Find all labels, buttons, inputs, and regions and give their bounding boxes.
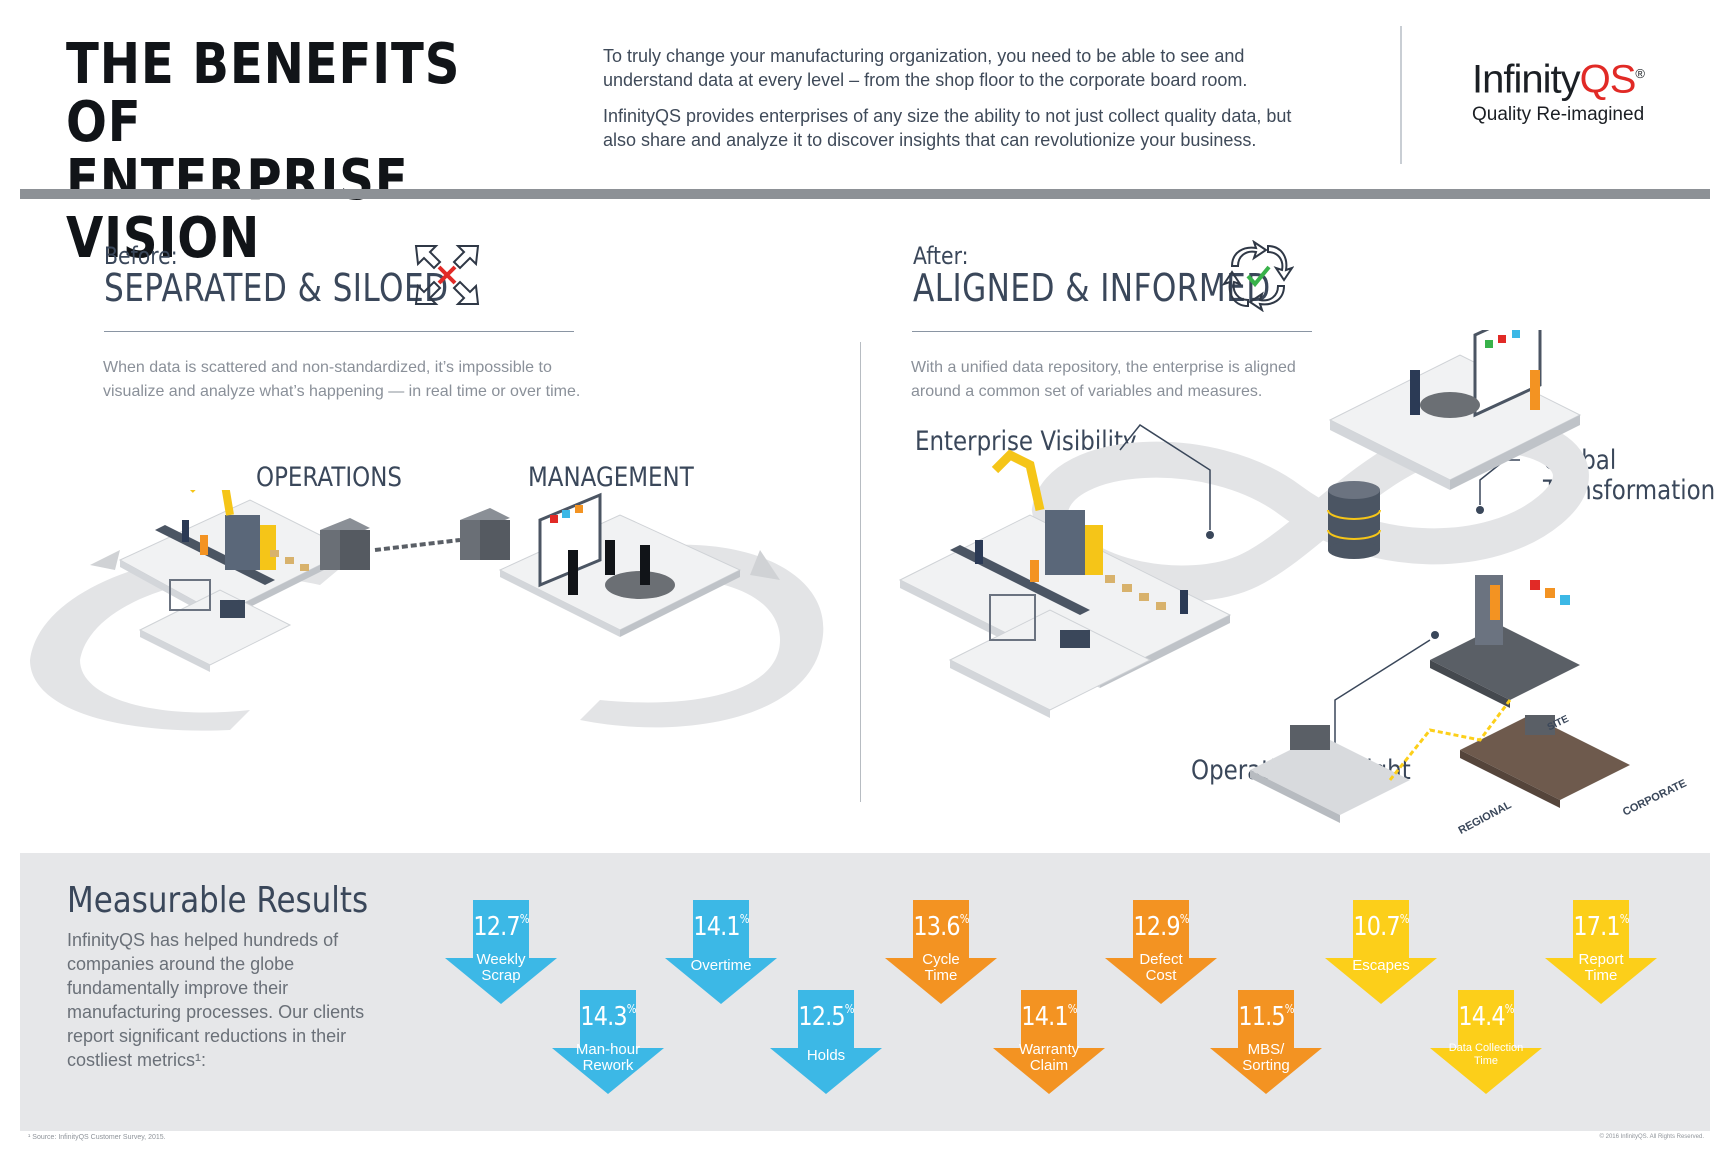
footnote: ¹ Source: InfinityQS Customer Survey, 20… <box>28 1134 166 1141</box>
section-divider <box>860 342 861 802</box>
metric-arrow: 14.1% Overtime <box>665 900 777 1004</box>
results-body: InfinityQS has helped hundreds of compan… <box>67 930 365 1070</box>
metric-arrow: 10.7% Escapes <box>1325 900 1437 1004</box>
metric-value: 17.1% <box>1573 912 1629 942</box>
before-description: When data is scattered and non-standardi… <box>103 359 581 400</box>
machine <box>225 515 260 570</box>
down-arrow-icon <box>885 900 997 1004</box>
down-arrow-icon <box>1430 990 1542 1094</box>
before-label: Before: <box>104 242 178 270</box>
logo-brand-suffix: QS <box>1579 57 1637 102</box>
down-arrow-icon <box>993 990 1105 1094</box>
logo-brand-prefix: Infinity <box>1472 57 1581 102</box>
page-title-line1: THE BENEFITS OF <box>66 32 461 155</box>
down-arrow-icon <box>1325 900 1437 1004</box>
metric-value: 14.3% <box>580 1002 636 1032</box>
callout-management: MANAGEMENT <box>528 462 694 493</box>
metric-label: Escapes <box>1352 957 1410 974</box>
down-arrow-icon <box>552 990 664 1094</box>
siloed-arrows-icon <box>414 245 480 305</box>
database-icon <box>1327 481 1381 559</box>
metric-value: 14.1% <box>693 912 749 942</box>
aligned-arrows-icon <box>1222 240 1294 312</box>
results-band <box>20 853 1710 1131</box>
siloed-illustration <box>30 490 824 731</box>
metric-arrow: 11.5% MBS/Sorting <box>1210 990 1322 1094</box>
metric-value: 14.1% <box>1021 1002 1077 1032</box>
intro-paragraph-1: To truly change your manufacturing organ… <box>603 46 1248 90</box>
metric-label: Holds <box>806 1047 846 1064</box>
metric-arrow: 12.5% Holds <box>770 990 882 1094</box>
down-arrow-icon <box>445 900 557 1004</box>
down-arrow-icon <box>1105 900 1217 1004</box>
after-description: With a unified data repository, the ente… <box>911 359 1296 400</box>
metric-value: 10.7% <box>1353 912 1409 942</box>
page-title-line2: ENTERPRISE VISION <box>66 148 409 271</box>
before-rule <box>104 331 574 332</box>
after-label: After: <box>913 242 969 270</box>
aligned-illustration <box>898 330 1630 823</box>
down-arrow-icon <box>1210 990 1322 1094</box>
header-bar <box>20 189 1710 199</box>
metric-value: 12.5% <box>798 1002 854 1032</box>
page-title: THE BENEFITS OF ENTERPRISE VISION <box>66 36 513 268</box>
copyright: © 2016 InfinityQS. All Rights Reserved. <box>1599 1134 1704 1140</box>
metric-value: 14.4% <box>1458 1002 1514 1032</box>
metric-label: MBS/Sorting <box>1242 1041 1290 1074</box>
infinityqs-logo: InfinityQS® Quality Re-imagined <box>1472 52 1692 127</box>
down-arrow-icon <box>770 990 882 1094</box>
down-arrow-icon <box>1545 900 1657 1004</box>
before-title: SEPARATED & SILOED <box>104 266 449 310</box>
results-title: Measurable Results <box>67 880 369 921</box>
metric-value: 11.5% <box>1238 1002 1294 1032</box>
header-divider <box>1400 26 1402 164</box>
down-arrow-icon <box>665 900 777 1004</box>
after-rule <box>912 331 1312 332</box>
logo-registered: ® <box>1635 66 1645 81</box>
metric-label: Overtime <box>690 957 752 974</box>
intro-paragraph-2: InfinityQS provides enterprises of any s… <box>603 106 1292 150</box>
metric-value: 13.6% <box>913 912 969 942</box>
metric-value: 12.7% <box>473 912 529 942</box>
logo-tagline: Quality Re-imagined <box>1472 104 1645 126</box>
logo-wordmark: InfinityQS® <box>1472 52 1692 101</box>
after-title: ALIGNED & INFORMED <box>913 266 1271 310</box>
callout-operations: OPERATIONS <box>256 462 402 493</box>
metric-value: 12.9% <box>1133 912 1189 942</box>
